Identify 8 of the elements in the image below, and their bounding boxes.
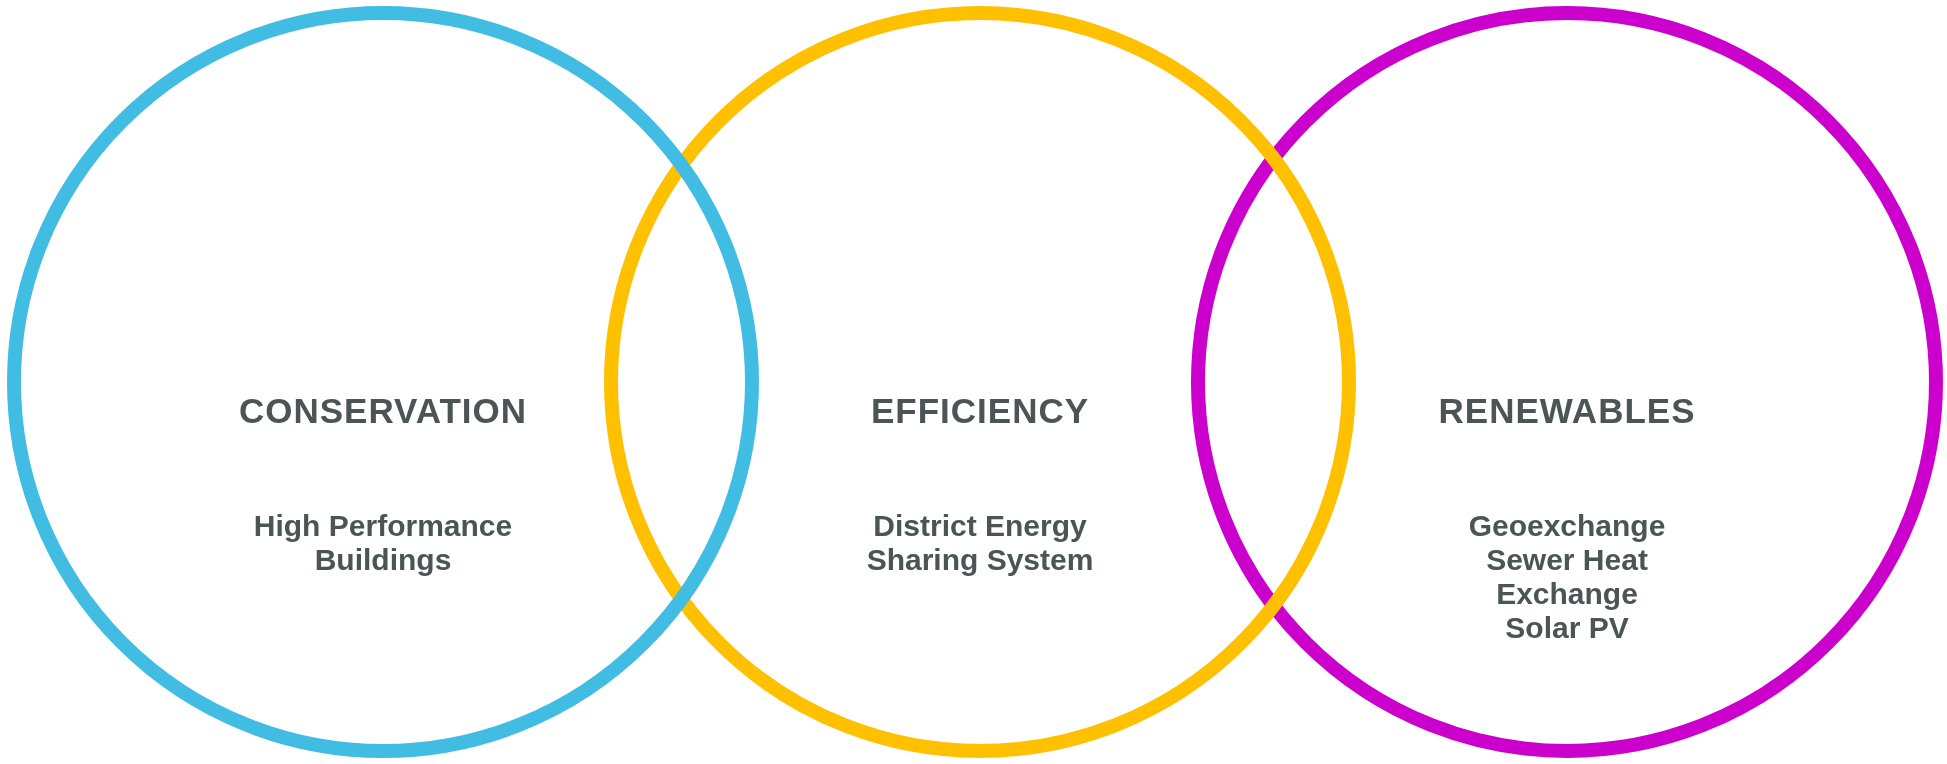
item-text: High Performance Buildings	[253, 509, 513, 577]
item-text: Sewer Heat Exchange	[1485, 543, 1649, 611]
category-heading: CONSERVATION	[237, 391, 529, 431]
category-heading: RENEWABLES	[1437, 391, 1697, 431]
item-text: Geoexchange	[1467, 509, 1667, 543]
category-heading: EFFICIENCY	[869, 391, 1091, 431]
item-text: Solar PV	[1504, 611, 1630, 645]
item-text: District Energy Sharing System	[865, 509, 1095, 577]
